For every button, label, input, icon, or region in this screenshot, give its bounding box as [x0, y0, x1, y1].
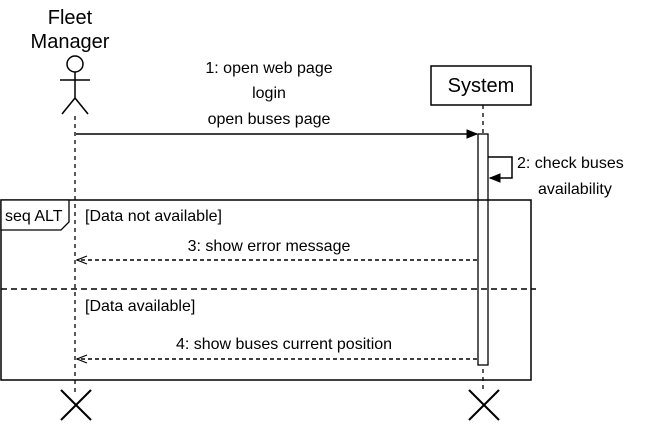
message-4-label: 4: show buses current position	[176, 336, 392, 353]
system-activation-bar	[477, 133, 489, 366]
actor-stick-figure-icon	[60, 55, 90, 115]
actor-name-line1: Fleet	[48, 7, 93, 29]
alt-fragment-frame	[0, 199, 532, 381]
actor-name-line2: Manager	[31, 31, 110, 53]
system-destroy-x-icon	[468, 389, 500, 421]
message-3-label: 3: show error message	[188, 238, 351, 255]
message-2-line2: availability	[538, 181, 612, 198]
alt-guard-1: [Data not available]	[85, 208, 222, 225]
message-2-line1: 2: check buses	[517, 155, 624, 172]
alt-fragment-label-tab	[0, 199, 70, 231]
alt-fragment-label: seq ALT	[5, 208, 63, 225]
message-1-line1: 1: open web page	[205, 60, 332, 77]
message-2-self-arrow	[488, 156, 513, 178]
alt-guard-2: [Data available]	[85, 298, 195, 315]
message-1-line3: open buses page	[208, 111, 331, 128]
actor-destroy-x-icon	[60, 389, 92, 421]
system-box	[430, 65, 532, 106]
message-1-line2: login	[252, 85, 286, 102]
system-label: System	[448, 75, 515, 97]
